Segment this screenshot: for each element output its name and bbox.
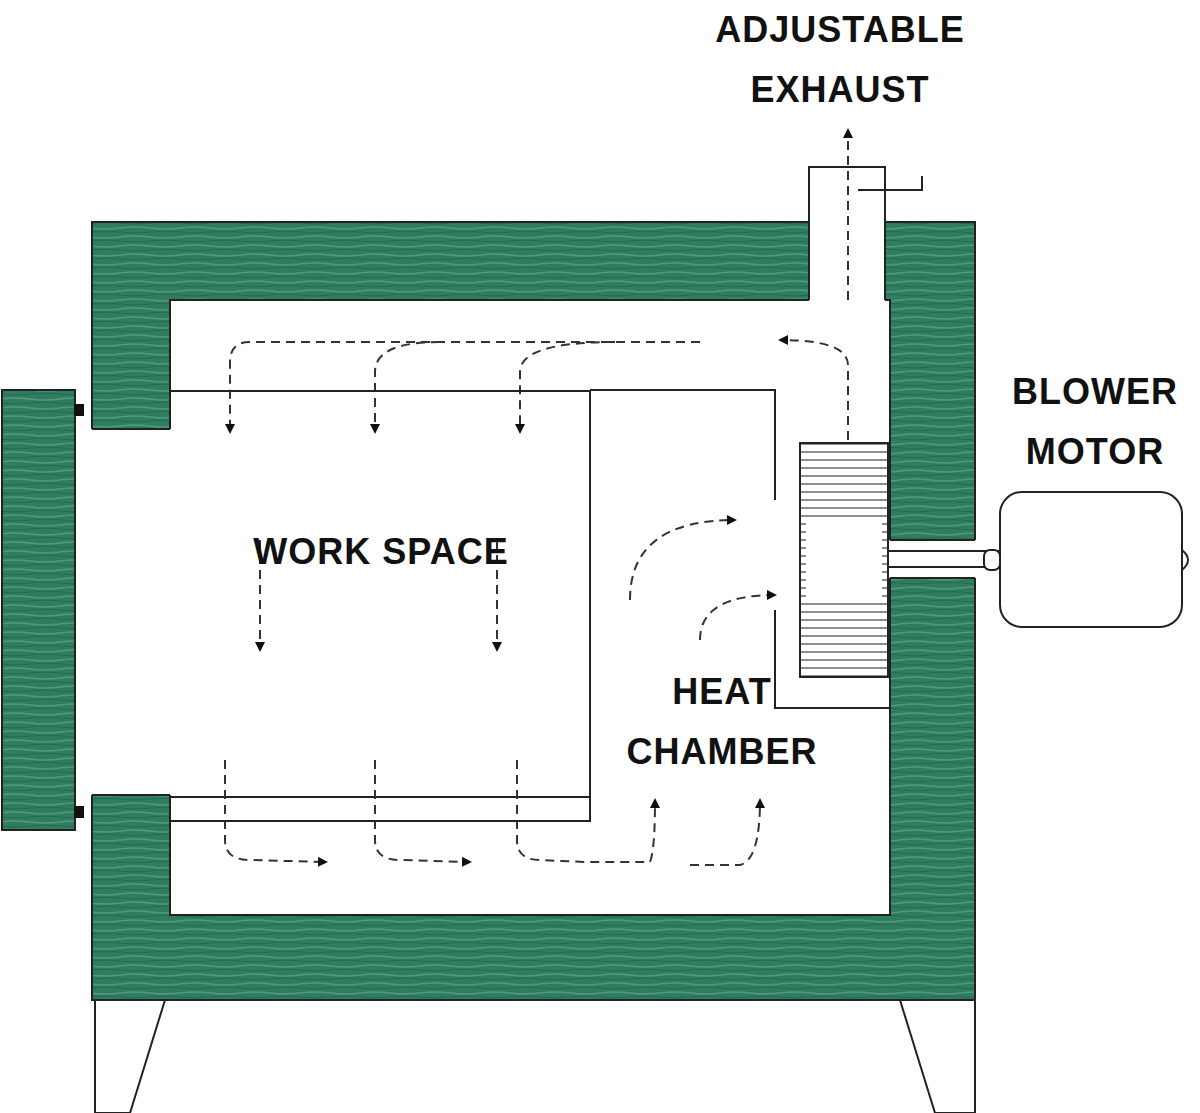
baffle — [590, 390, 890, 708]
node-text: BLOWER MOTOR — [997, 362, 1193, 482]
leg — [95, 1000, 165, 1113]
node-text: WORK SPACE — [231, 522, 531, 582]
airflow-arrows — [225, 130, 848, 865]
blower-motor-node: BLOWER MOTOR — [995, 362, 1195, 632]
chamber-label: HEAT CHAMBER — [597, 662, 847, 782]
blower-motor — [1000, 492, 1182, 627]
wall-edge — [92, 429, 170, 795]
work-space-box: WORK SPACE — [170, 390, 591, 822]
exhaust-label: ADJUSTABLE EXHAUST — [680, 0, 1000, 120]
cavity — [170, 300, 890, 915]
exhaust-damper — [858, 176, 922, 190]
leg — [900, 1000, 975, 1113]
insulated-housing — [92, 222, 975, 1000]
door-opening — [75, 429, 171, 795]
hinge — [74, 404, 84, 416]
blower-hub — [806, 520, 882, 600]
shelf — [170, 796, 590, 798]
blower-wheel — [800, 443, 888, 677]
door — [2, 390, 75, 830]
hinge — [74, 806, 84, 818]
motor-bearing — [984, 550, 1000, 570]
motor-end — [1182, 550, 1188, 570]
